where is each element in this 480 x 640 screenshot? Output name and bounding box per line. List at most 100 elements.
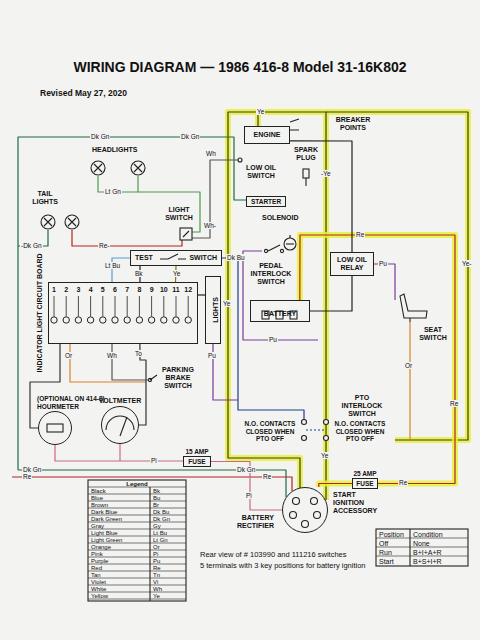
legend-cell: Lt Bu [153,530,167,537]
indicator-lamp [136,317,142,323]
wire-color-code: Dk Gn [236,466,256,473]
part-label: PTO INTERLOCK SWITCH [334,394,390,418]
part-label: BATTERY RECTIFIER [212,514,274,530]
legend-cell: Dk Bu [153,509,169,516]
battery-box: BATTERY [250,300,310,322]
legend-cell: Vi [153,579,158,586]
wire-color-code: Re [22,473,32,480]
indicator-lamp [75,317,81,323]
legend-cell: Tn [153,572,160,579]
wire-color-code: Dk Bu [226,254,246,261]
indicator-lamp [51,317,57,323]
indicator-lamp [148,317,154,323]
table-cell: Position [379,530,404,539]
part-label: SPARK PLUG [292,146,320,162]
wire-color-code: Re- [98,242,110,249]
text-group: STARTER [247,197,285,206]
legend-cell: Bk [153,488,160,495]
legend-cell: Light Green [91,537,122,544]
board-trace [163,296,164,317]
legend-cell: White [91,586,106,593]
pin-number: 10 [160,286,168,294]
indicator-lamp [173,317,179,323]
pin-number: 9 [150,286,154,294]
indicator-lamp [185,317,191,323]
wire-color-code: Re [449,400,459,407]
text-group: 25 AMP [353,470,376,478]
board-trace [176,296,177,317]
table-cell: B+I+A+R [413,548,442,557]
node-text: LIGHTS [212,297,219,323]
relay-box: LOW OIL RELAY [330,252,374,276]
hourmeter-gauge: (OPTIONAL ON 414-8)HOURMETER [38,411,72,445]
legend-cell: Dark Blue [91,509,117,516]
legend-cell: Dk Gn [153,516,170,523]
note-text: 5 terminals with 3 key positions for bat… [200,561,366,570]
text-group: FUSE [353,479,377,488]
legend-cell: Brown [91,502,108,509]
highlighter-marks [228,112,468,500]
node-text: VOLTMETER [99,397,142,405]
legend-cell: Bu [153,495,160,502]
wire-color-code: Pi [150,457,158,464]
part-label: PEDAL INTERLOCK SWITCH [247,262,295,286]
legend-cell: Red [91,565,102,572]
wire-connector [290,141,352,252]
node-text: 15 AMP [185,448,208,456]
pin-number: 4 [89,286,93,294]
legend-cell: Pi [153,551,158,558]
node-text: 25 AMP [353,470,376,478]
legend-cell: Gray [91,523,104,530]
part-label: N.O. CONTACTS CLOSED WHEN PTO OFF [244,420,296,443]
pin-number: 5 [101,286,105,294]
diagram-title: WIRING DIAGRAM — 1986 416-8 Model 31-16K… [0,58,480,76]
test-switch: TESTSWITCH [130,250,222,266]
part-label: BREAKER POINTS [330,116,376,132]
legend-cell: Black [91,488,106,495]
board-trace [66,296,67,317]
node-text: (OPTIONAL ON 414-8) [37,395,105,403]
wire-color-code: Bk [134,270,144,277]
part-label: N.O. CONTACTS CLOSED WHEN PTO OFF [334,420,386,443]
wire-color-code: -Ye [320,170,332,177]
pin-number: 11 [172,286,179,294]
wire-highlight [300,235,455,484]
node-text: ACCESSORY [333,507,377,515]
legend-cell: Legend [126,481,147,488]
legend-cell: Lt Gn [153,537,168,544]
board-trace [102,296,103,317]
board-trace [54,296,55,317]
lights-box: LIGHTS [205,276,221,344]
text-group: LOW OIL RELAY [331,253,373,275]
wire-color-code: Pu [378,260,388,267]
pin-number: 12 [184,286,192,294]
fuse-box: 25 AMPFUSE [352,478,378,489]
text-group: BATTERY [251,302,309,320]
legend-cell: Yellow [91,593,108,600]
wire-color-code: Ye [320,452,329,459]
wire-color-code: -Dk Gn [20,242,43,249]
node-text: START [333,491,377,499]
board-trace [139,296,140,317]
table-rule [88,571,186,572]
text-group: ENGINE [245,127,289,143]
table-cell: Off [379,539,388,548]
indicator-lamp [100,317,106,323]
voltmeter-gauge: VOLTMETER [101,406,139,444]
text-group: 15 AMP [185,448,208,456]
part-label: LIGHT SWITCH [160,206,198,222]
wire-color-code: Dk Gn [22,466,42,473]
table-cell: Start [379,557,394,566]
text-group: (OPTIONAL ON 414-8)HOURMETER [37,395,105,410]
node-text: SWITCH [189,254,217,262]
part-label: PARKING BRAKE SWITCH [158,366,198,390]
wire-color-code: Ye [256,108,265,115]
table-cell: Run [379,548,392,557]
table-cell: None [413,539,430,548]
legend-cell: Br [153,502,159,509]
wire-color-code: Lt Gn [104,188,122,195]
starter-box: STARTER [246,196,286,207]
board-trace [127,296,128,317]
text-group: STARTIGNITIONACCESSORY [333,491,377,515]
note-text: Rear view of # 103990 and 111216 switche… [200,550,346,559]
